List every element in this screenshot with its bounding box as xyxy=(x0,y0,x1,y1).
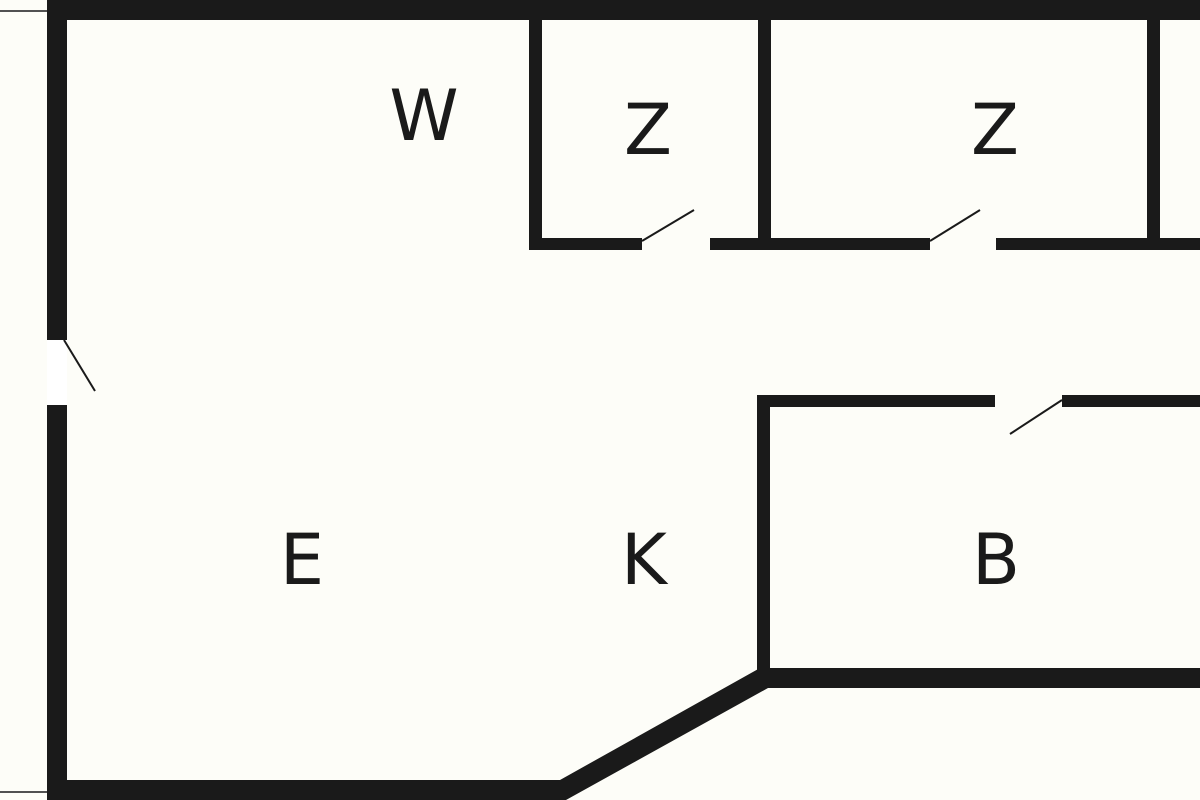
wall-z2-bottom-right xyxy=(996,238,1200,250)
wall-left-lower xyxy=(47,405,67,800)
b-door-swing xyxy=(1009,399,1063,435)
wall-z1-z2-divider xyxy=(758,20,771,250)
wall-z1-bottom-left xyxy=(529,238,642,250)
wall-left-upper xyxy=(47,0,67,340)
wall-z1-left xyxy=(529,20,542,250)
room-label-b: B xyxy=(972,519,1020,601)
entrance-door-opening xyxy=(47,340,67,405)
room-label-k: K xyxy=(621,519,669,601)
room-label-e: E xyxy=(280,519,324,601)
wall-b-top-left xyxy=(757,395,995,407)
entrance-door-swing xyxy=(63,339,96,392)
wall-bottom xyxy=(47,668,1200,800)
z2-door-swing xyxy=(929,209,981,242)
wall-z1-bottom-right xyxy=(710,238,770,250)
z1-door-swing xyxy=(641,209,695,242)
wall-top xyxy=(47,0,1200,20)
room-label-w: W xyxy=(389,75,458,157)
room-label-z1: Z xyxy=(624,89,672,171)
wall-right-partition xyxy=(1147,20,1160,250)
wall-b-left xyxy=(757,395,770,680)
wall-z2-bottom-left xyxy=(770,238,930,250)
room-label-z2: Z xyxy=(971,89,1019,171)
wall-b-top-right xyxy=(1062,395,1200,407)
